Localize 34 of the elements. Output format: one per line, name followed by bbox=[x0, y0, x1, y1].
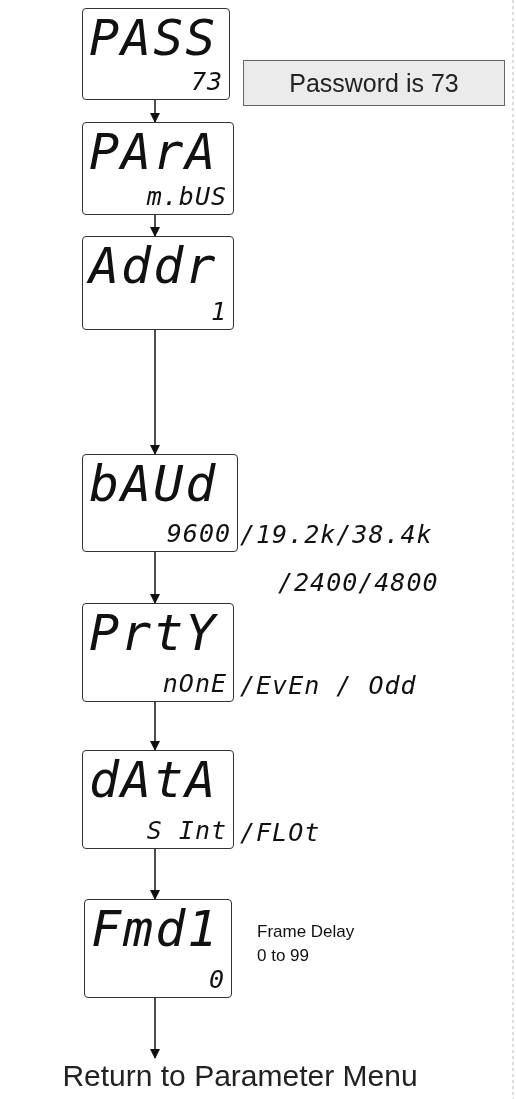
display-code: PASS bbox=[89, 11, 218, 65]
note-box: Password is 73 bbox=[243, 60, 505, 106]
lcd-display bbox=[82, 750, 234, 849]
arrow bbox=[150, 99, 160, 123]
display-code: PrtY bbox=[89, 606, 218, 660]
display-value: 9600 bbox=[166, 519, 231, 549]
lcd-display bbox=[82, 603, 234, 702]
arrow bbox=[150, 214, 160, 237]
display-code: bAUd bbox=[89, 457, 218, 511]
end-label: Return to Parameter Menu bbox=[20, 1058, 460, 1096]
display-code: dAtA bbox=[89, 753, 218, 807]
lcd-display bbox=[82, 236, 234, 330]
lcd-display bbox=[82, 454, 238, 552]
setting-note: Frame Delay 0 to 99 bbox=[257, 921, 356, 967]
lcd-display bbox=[82, 122, 234, 215]
display-value: m.bUS bbox=[146, 182, 227, 212]
display-code: Fmd1 bbox=[91, 902, 220, 956]
lcd-display bbox=[82, 8, 230, 100]
option-values: /19.2k/38.4k bbox=[240, 520, 433, 550]
display-value: 0 bbox=[208, 965, 225, 995]
arrow bbox=[150, 551, 160, 604]
option-values: /2400/4800 bbox=[278, 568, 439, 598]
lcd-display bbox=[84, 899, 232, 998]
arrow bbox=[150, 997, 160, 1059]
display-value: 1 bbox=[210, 297, 227, 327]
option-values: /FLOt bbox=[240, 818, 321, 848]
arrow bbox=[150, 848, 160, 900]
display-code: PArA bbox=[89, 125, 218, 179]
display-value: nOnE bbox=[162, 669, 227, 699]
arrow bbox=[150, 329, 160, 455]
option-values: /EvEn / Odd bbox=[240, 671, 417, 701]
display-value: S Int bbox=[146, 816, 227, 846]
arrow bbox=[150, 701, 160, 751]
display-value: 73 bbox=[190, 67, 223, 97]
